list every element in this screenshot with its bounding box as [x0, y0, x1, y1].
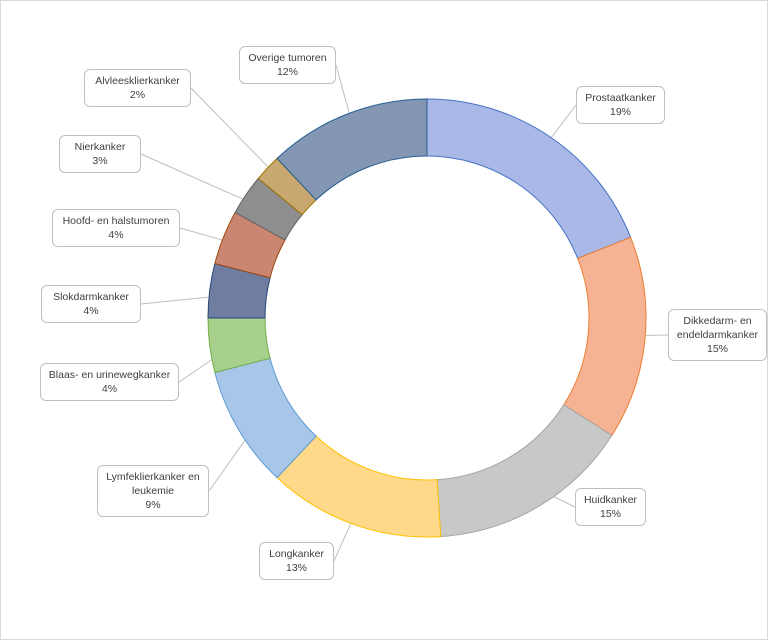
data-label-category: Alvleesklierkanker — [95, 75, 180, 87]
data-label: Huidkanker 15% — [575, 488, 646, 526]
data-label-percentage: 19% — [609, 106, 631, 118]
slice-overige-tumoren — [276, 98, 428, 201]
data-label: Prostaatkanker 19% — [576, 86, 665, 124]
data-label-category: Nierkanker — [74, 141, 126, 153]
data-label-category: Overige tumoren — [248, 52, 327, 64]
data-label: Hoofd- en halstumoren 4% — [52, 209, 180, 247]
data-label-percentage: 3% — [92, 155, 108, 167]
data-label-percentage: 4% — [101, 383, 118, 395]
data-label: Nierkanker 3% — [59, 135, 141, 173]
data-label-percentage: 4% — [108, 229, 124, 241]
data-label-category: Longkanker — [269, 548, 324, 560]
data-label-category: Slokdarmkanker — [53, 291, 129, 303]
data-label-percentage: 4% — [83, 305, 99, 317]
data-label-category: Prostaatkanker — [585, 92, 656, 104]
data-label-percentage: 15% — [706, 343, 728, 355]
data-label: Blaas- en urinewegkanker 4% — [40, 363, 179, 401]
data-label-percentage: 15% — [599, 508, 621, 520]
data-label-category: Blaas- en urinewegkanker — [48, 369, 171, 381]
data-label-percentage: 13% — [285, 562, 307, 574]
data-label-category: Lymfeklierkanker en leukemie — [106, 471, 200, 497]
data-label-percentage: 2% — [129, 89, 146, 101]
slice-dikkedarm-en-endeldarmkanker — [563, 236, 647, 437]
data-label: Longkanker 13% — [259, 542, 334, 580]
data-label-category: Dikkedarm- en endeldarmkanker — [676, 315, 759, 341]
data-label-percentage: 9% — [145, 499, 161, 511]
data-label-category: Hoofd- en halstumoren — [62, 215, 170, 227]
data-label-percentage: 12% — [276, 66, 298, 78]
data-label: Alvleesklierkanker 2% — [84, 69, 191, 107]
data-label: Overige tumoren 12% — [239, 46, 336, 84]
slices — [207, 98, 647, 538]
data-label: Slokdarmkanker 4% — [41, 285, 141, 323]
data-label: Lymfeklierkanker en leukemie 9% — [97, 465, 209, 517]
data-label: Dikkedarm- en endeldarmkanker 15% — [668, 309, 767, 361]
data-label-category: Huidkanker — [583, 494, 638, 506]
